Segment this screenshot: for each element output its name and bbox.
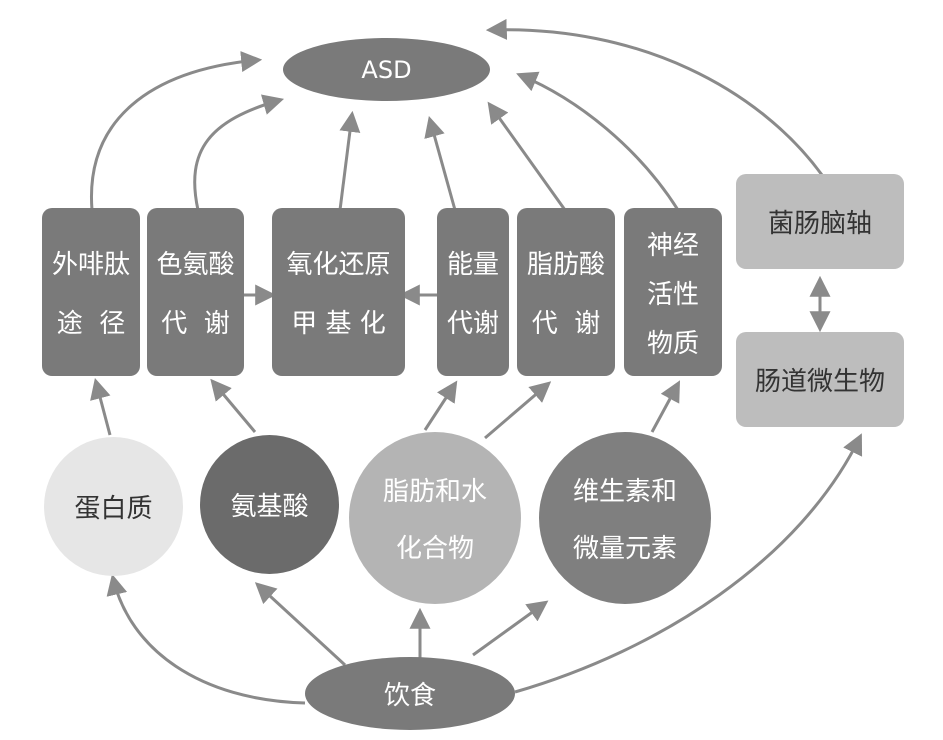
vitamin-line1: 维生素和 xyxy=(572,477,677,507)
arrow-amino-to-trp xyxy=(210,378,257,433)
redox-line2: 甲 基 化 xyxy=(291,309,386,339)
energy-pathway-box: 能量 代谢 xyxy=(437,208,509,376)
arrow-fat-to-energy xyxy=(423,380,458,431)
asd-label: ASD xyxy=(361,55,412,84)
gut-brain-axis-box: 菌肠脑轴 xyxy=(736,174,904,269)
peptide-pathway-box: 外啡肽 途 径 xyxy=(42,208,140,376)
diet-label: 饮食 xyxy=(383,681,436,711)
arrow-energy-to-asd xyxy=(424,115,457,211)
fat-carbs-node: 脂肪和水 化合物 xyxy=(349,432,521,604)
protein-label: 蛋白质 xyxy=(74,494,153,524)
neuroactive-box: 神经 活性 物质 xyxy=(624,208,722,376)
arrow-diet-to-vitamin xyxy=(472,600,549,657)
redox-methylation-box: 氧化还原 甲 基 化 xyxy=(272,208,405,376)
arrow-fat-to-fatty xyxy=(484,381,552,440)
arrow-diet-to-amino xyxy=(254,582,347,667)
arrow-diet-to-protein xyxy=(106,573,306,705)
diet-node: 饮食 xyxy=(305,657,515,730)
arrow-axis-to-asd xyxy=(485,18,824,176)
amino-acid-node: 氨基酸 xyxy=(200,435,339,574)
arrow-fatty-to-asd xyxy=(487,101,567,211)
trp-line1: 色氨酸 xyxy=(156,250,235,280)
vitamin-node: 维生素和 微量元素 xyxy=(539,432,711,604)
energy-line1: 能量 xyxy=(446,250,499,280)
neuro-line1: 神经 xyxy=(646,230,699,261)
fatty-line1: 脂肪酸 xyxy=(526,250,605,280)
arrow-protein-to-peptide xyxy=(90,377,112,436)
protein-node: 蛋白质 xyxy=(44,437,183,576)
energy-line2: 代谢 xyxy=(446,309,499,339)
arrow-vitamin-to-neuro xyxy=(650,380,681,433)
trp-pathway-box: 色氨酸 代 谢 xyxy=(147,208,244,376)
arrow-diet-to-microbes xyxy=(514,433,863,694)
microbes-label: 肠道微生物 xyxy=(754,367,885,397)
neuro-line2: 活性 xyxy=(646,279,699,310)
peptide-line2: 途 径 xyxy=(56,309,126,339)
axis-label: 菌肠脑轴 xyxy=(767,209,872,239)
gut-microbes-box: 肠道微生物 xyxy=(736,332,904,427)
arrow-neuro-to-asd xyxy=(516,71,680,211)
peptide-line1: 外啡肽 xyxy=(51,250,130,280)
arrow-peptide-to-asd xyxy=(90,51,263,211)
arrow-trp-to-asd xyxy=(193,94,285,211)
amino-label: 氨基酸 xyxy=(230,492,309,522)
fatty-acid-pathway-box: 脂肪酸 代 谢 xyxy=(517,208,615,376)
fat-line1: 脂肪和水 xyxy=(382,477,487,507)
fat-line2: 化合物 xyxy=(395,534,474,564)
asd-node: ASD xyxy=(283,38,490,101)
vitamin-line2: 微量元素 xyxy=(572,534,677,564)
trp-line2: 代 谢 xyxy=(161,309,230,339)
fatty-line2: 代 谢 xyxy=(531,309,601,339)
arrow-redox-to-asd xyxy=(338,110,361,211)
redox-line1: 氧化还原 xyxy=(286,250,391,280)
neuro-line3: 物质 xyxy=(646,328,699,359)
